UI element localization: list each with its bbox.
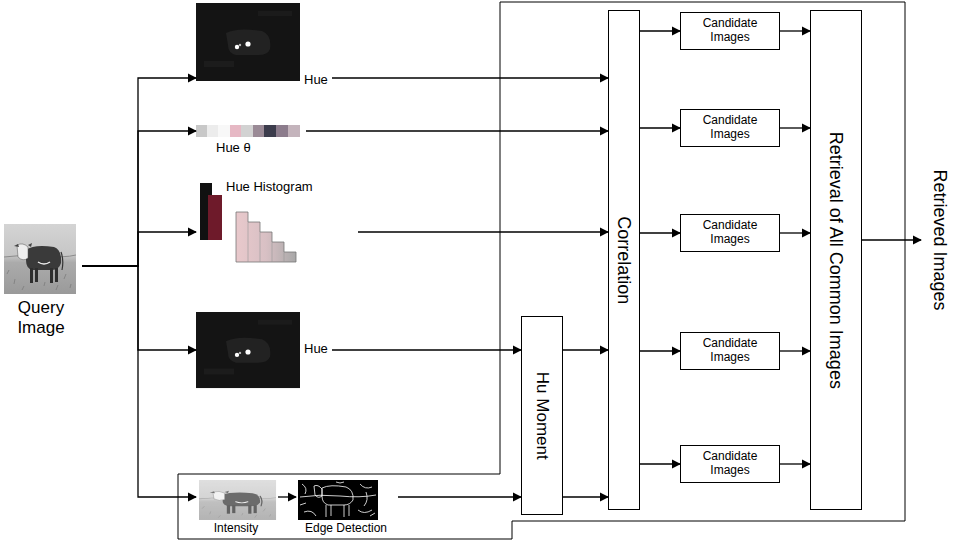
candidate-box: Candidate Images [680, 445, 780, 483]
stage-label: Hu Moment [532, 372, 552, 460]
label-holder: Hue Histogram [226, 180, 313, 195]
flow-arrow [780, 30, 810, 31]
flow-arrow [640, 463, 680, 464]
candidate-box: Candidate Images [680, 109, 780, 147]
intensity-photo [199, 480, 276, 520]
box-label: Candidate Images [694, 450, 766, 478]
flow-arrow [780, 127, 810, 128]
module-frame [178, 2, 905, 539]
stage-label: Retrieval of All Common Images [826, 131, 847, 388]
box-label: Candidate Images [694, 17, 766, 45]
flow-arrow [640, 30, 680, 31]
flow-arrow [358, 231, 608, 232]
image-label: Query Image [2, 298, 80, 337]
hue-image [196, 3, 300, 81]
image-label: Hue [304, 73, 328, 88]
flow-arrow [82, 266, 196, 497]
hue-angle-strip: Hue θ [196, 122, 306, 162]
candidate-box: Candidate Images [680, 12, 780, 50]
label-holder: Hue [304, 342, 328, 357]
process-box: Retrieval of All Common Images [810, 10, 862, 510]
label-holder: Intensity [196, 522, 276, 536]
hue-histogram-bars [200, 183, 296, 262]
hue-angle-strip [196, 125, 300, 137]
intensity-image: Intensity [196, 478, 278, 538]
flow-arrow [82, 78, 196, 266]
hue-histogram: Hue Histogram [196, 178, 358, 266]
flow-arrow [780, 232, 810, 233]
flow-arrow [278, 496, 296, 497]
process-box: Hu Moment [521, 316, 563, 515]
flow-arrow [780, 463, 810, 464]
flow-arrow [640, 232, 680, 233]
flow-arrow [82, 232, 196, 266]
label-holder: Edge Detection [296, 522, 396, 536]
hue-image: Hue [196, 3, 332, 91]
image-label: Hue Histogram [226, 180, 313, 195]
candidate-box: Candidate Images [680, 214, 780, 252]
output-label: Retrieved Images [930, 169, 951, 310]
flow-arrow [82, 131, 196, 266]
box-label: Candidate Images [694, 337, 766, 365]
image-label: Hue [304, 342, 328, 357]
box-label: Candidate Images [694, 219, 766, 247]
output-arrow [862, 239, 921, 240]
label-holder: Hue θ [216, 141, 251, 156]
label-holder: Hue [304, 73, 328, 88]
image-label: Hue θ [216, 141, 251, 156]
flow-arrow [306, 130, 608, 131]
candidate-box: Candidate Images [680, 332, 780, 370]
flow-arrow [780, 350, 810, 351]
image-label: Intensity [196, 522, 276, 536]
flow-arrow [563, 349, 608, 350]
flow-arrow [82, 266, 196, 350]
flow-arrow [640, 350, 680, 351]
process-box: Correlation [608, 10, 640, 510]
flow-arrow [398, 496, 521, 497]
edge-map [298, 480, 378, 520]
flow-arrow [563, 496, 608, 497]
query-photo [4, 224, 76, 294]
stage-label: Correlation [614, 216, 635, 304]
box-label: Candidate Images [694, 114, 766, 142]
flow-arrow [332, 349, 521, 350]
edge-image: Edge Detection [296, 478, 398, 538]
label-holder: Query Image [2, 298, 80, 337]
hue-image [196, 312, 300, 388]
image-label: Edge Detection [296, 522, 396, 536]
flow-arrow [332, 77, 608, 78]
hue-image: Hue [196, 312, 332, 390]
query-image: Query Image [2, 222, 82, 346]
flow-arrow [640, 127, 680, 128]
